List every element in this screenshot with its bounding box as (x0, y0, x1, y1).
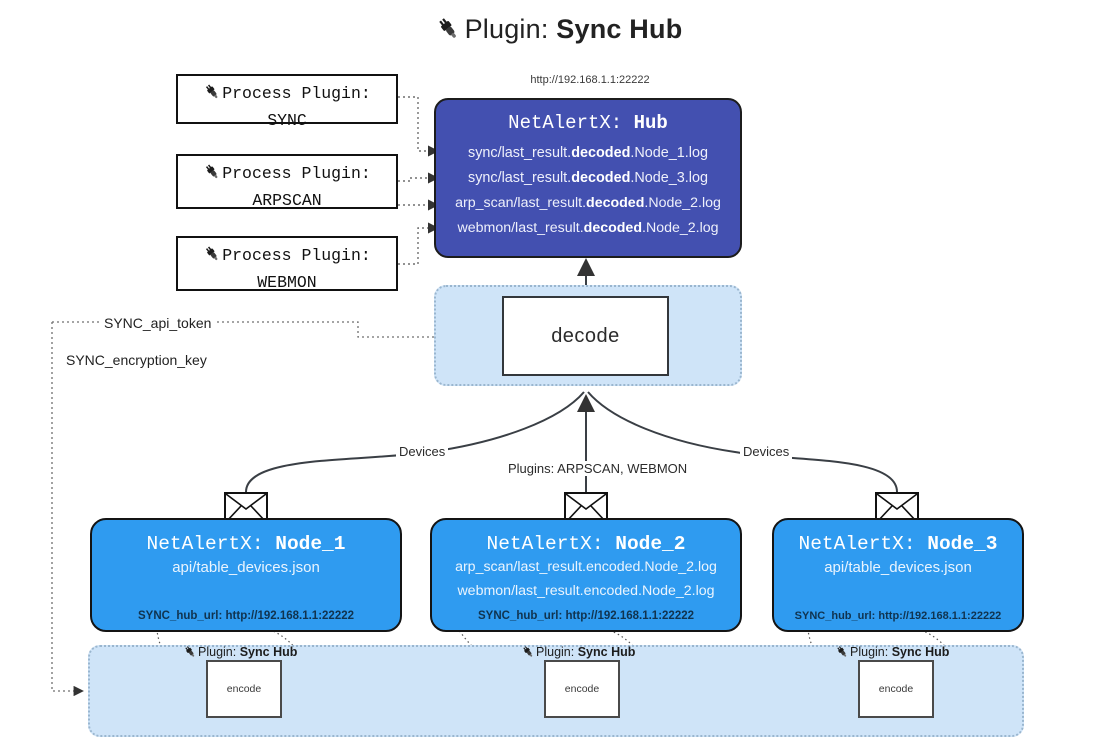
log-mid: decoded (571, 170, 631, 186)
encode-box-1[interactable]: encode (206, 660, 282, 718)
plug-icon (203, 163, 221, 189)
node-box-node-1[interactable]: NetAlertX: Node_1 api/table_devices.json… (90, 518, 402, 632)
encode-plugin-name: Sync Hub (239, 645, 298, 659)
process-plugin-line1: Process Plugin: (178, 244, 396, 271)
process-plugin-title: Process Plugin: (222, 246, 371, 265)
encode-plugin-prefix: Plugin: (850, 645, 889, 659)
process-plugin-line1: Process Plugin: (178, 82, 396, 109)
encode-box-3[interactable]: encode (858, 660, 934, 718)
node-title-prefix: NetAlertX: (486, 533, 604, 555)
node-log-row: api/table_devices.json (824, 559, 972, 576)
encode-plugin-name: Sync Hub (891, 645, 950, 659)
hub-url-label: http://192.168.1.1:22222 (530, 74, 650, 86)
plug-icon (203, 245, 221, 271)
node-title-prefix: NetAlertX: (146, 533, 264, 555)
node-title-name: Node_2 (615, 533, 686, 555)
hub-log-row: webmon/last_result.decoded.Node_2.log (436, 216, 740, 241)
plug-icon (435, 16, 461, 49)
node-hub-url-label: SYNC_hub_url: http://192.168.1.1:22222 (137, 610, 355, 622)
process-plugin-box-arpscan[interactable]: Process Plugin: ARPSCAN (176, 154, 398, 210)
node-title-name: Node_1 (275, 533, 346, 555)
hub-box[interactable]: NetAlertX: Hub sync/last_result.decoded.… (434, 98, 742, 258)
log-post: .Node_1.log (630, 145, 708, 161)
log-post: .Node_2.log (644, 195, 721, 211)
node-box-node-2[interactable]: NetAlertX: Node_2 arp_scan/last_result.e… (430, 518, 742, 632)
log-pre: sync/last_result. (468, 145, 572, 161)
encode-plugin-label-1: Plugin: Sync Hub (183, 645, 297, 662)
log-pre: arp_scan/last_result. (455, 195, 587, 211)
hub-log-row: arp_scan/last_result.decoded.Node_2.log (436, 191, 740, 216)
plug-icon (521, 645, 535, 662)
node-log-row: webmon/last_result.encoded.Node_2.log (457, 583, 715, 599)
node-hub-url-label: SYNC_hub_url: http://192.168.1.1:22222 (794, 610, 1002, 622)
decode-box[interactable]: decode (502, 296, 669, 376)
log-mid: decoded (571, 145, 631, 161)
log-pre: webmon/last_result. (457, 220, 584, 236)
encode-plugin-name: Sync Hub (577, 645, 636, 659)
hub-title-name: Hub (633, 112, 668, 134)
edge-label-sync-api-token: SYNC_api_token (100, 315, 216, 331)
process-plugin-box-sync[interactable]: Process Plugin: SYNC (176, 74, 398, 130)
process-plugin-name: ARPSCAN (252, 190, 322, 210)
process-plugin-title: Process Plugin: (222, 164, 371, 183)
edge-label-devices-left: Devices (396, 444, 449, 459)
node-hub-url-label: SYNC_hub_url: http://192.168.1.1:22222 (477, 610, 695, 622)
process-plugin-box-webmon[interactable]: Process Plugin: WEBMON (176, 236, 398, 292)
plug-icon (183, 645, 197, 662)
process-plugin-name: WEBMON (257, 272, 317, 292)
encode-plugin-prefix: Plugin: (536, 645, 575, 659)
hub-log-row: sync/last_result.decoded.Node_1.log (436, 141, 740, 166)
node-title-name: Node_3 (927, 533, 998, 555)
process-plugin-title: Process Plugin: (222, 84, 371, 103)
hub-title-prefix: NetAlertX: (508, 112, 623, 134)
encode-plugin-label-2: Plugin: Sync Hub (521, 645, 635, 662)
node-title: NetAlertX: Node_3 (774, 533, 1022, 555)
process-plugin-name: SYNC (267, 110, 307, 130)
hub-log-list: sync/last_result.decoded.Node_1.log sync… (436, 141, 740, 241)
node-log-row: api/table_devices.json (172, 559, 320, 576)
page-title-prefix: Plugin: (464, 14, 549, 44)
log-post: .Node_2.log (642, 220, 719, 236)
hub-log-row: sync/last_result.decoded.Node_3.log (436, 166, 740, 191)
node-title: NetAlertX: Node_1 (92, 533, 400, 555)
node-title-prefix: NetAlertX: (798, 533, 916, 555)
edge-label-sync-encryption-key: SYNC_encryption_key (62, 352, 211, 368)
node-box-node-3[interactable]: NetAlertX: Node_3 api/table_devices.json… (772, 518, 1024, 632)
page-title-name: Sync Hub (556, 14, 683, 44)
encode-plugin-prefix: Plugin: (198, 645, 237, 659)
node-log-row: arp_scan/last_result.encoded.Node_2.log (455, 559, 717, 575)
edge-label-devices-right: Devices (740, 444, 793, 459)
hub-title: NetAlertX: Hub (436, 112, 740, 134)
encode-plugin-label-3: Plugin: Sync Hub (835, 645, 949, 662)
encode-box-2[interactable]: encode (544, 660, 620, 718)
page-title: Plugin: Sync Hub (0, 14, 1117, 49)
log-post: .Node_3.log (630, 170, 708, 186)
node-title: NetAlertX: Node_2 (432, 533, 740, 555)
log-pre: sync/last_result. (468, 170, 572, 186)
plug-icon (203, 83, 221, 109)
edge-label-plugins-center: Plugins: ARPSCAN, WEBMON (505, 461, 691, 476)
log-mid: decoded (586, 195, 645, 211)
plug-icon (835, 645, 849, 662)
process-plugin-line1: Process Plugin: (178, 162, 396, 189)
log-mid: decoded (583, 220, 642, 236)
